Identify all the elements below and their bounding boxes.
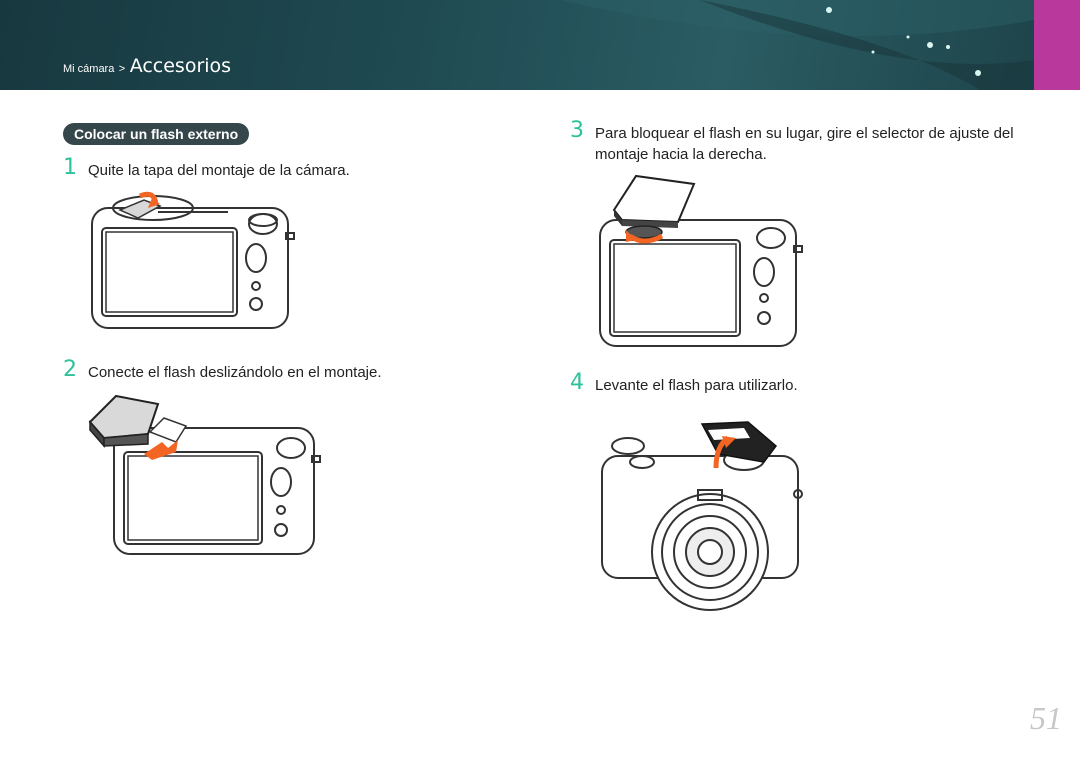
step-number: 2 [63,357,77,382]
breadcrumb-separator: > [118,63,126,75]
raised-flash-illustration [601,421,803,611]
page-number: 51 [1030,700,1062,736]
step-2: 2 Conecte el flash deslizándolo en el mo… [63,357,503,383]
flash-slide-illustration [88,394,321,555]
lock-flash-illustration [599,174,803,347]
step-text: Para bloquear el flash en su lugar, gire… [595,125,1014,163]
step-text: Quite la tapa del montaje de la cámara. [88,162,350,179]
step-text: Levante el flash para utilizarlo. [595,377,798,394]
step-1: 1 Quite la tapa del montaje de la cámara… [63,155,503,181]
step-number: 1 [63,155,77,180]
header-decoration [560,0,1034,90]
step-4: 4 Levante el flash para utilizarlo. [570,370,1040,396]
chapter-tab[interactable] [1034,0,1080,90]
camera-back-cap-illustration [91,191,295,329]
step-text: Conecte el flash deslizándolo en el mont… [88,364,382,381]
section-title: Colocar un flash externo [63,123,250,145]
breadcrumb: Mi cámara > Accesorios [63,55,231,77]
step-number: 3 [570,118,584,143]
breadcrumb-parent[interactable]: Mi cámara [63,63,115,75]
step-number: 4 [570,370,584,395]
header-banner: Mi cámara > Accesorios [0,0,1034,90]
page-title: Accesorios [129,55,232,77]
step-3: 3 Para bloquear el flash en su lugar, gi… [570,118,1040,165]
